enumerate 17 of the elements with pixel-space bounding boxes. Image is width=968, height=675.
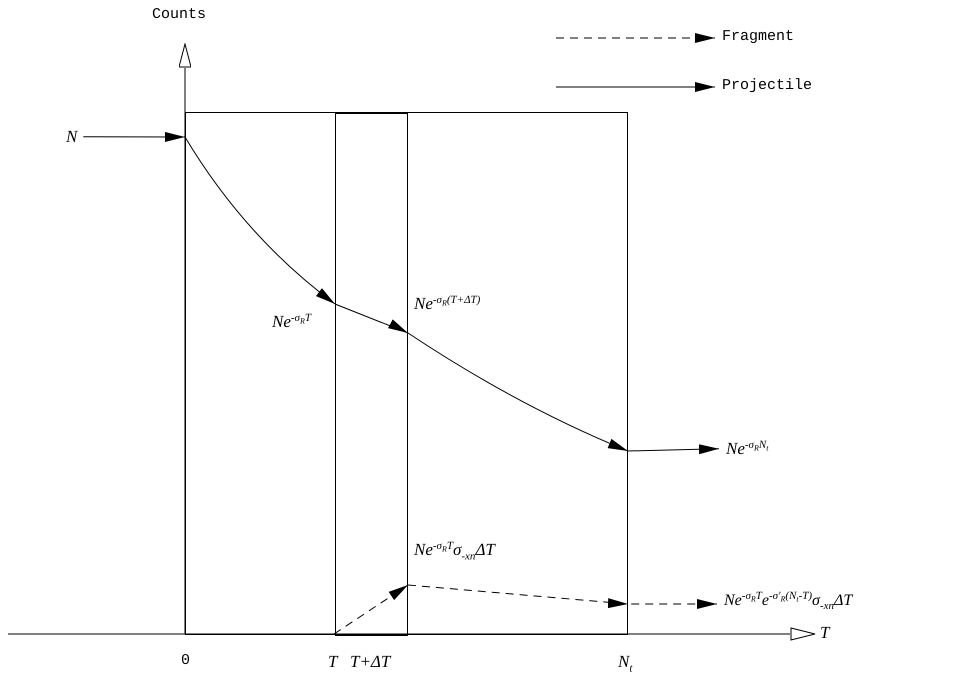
arrow: [82, 132, 186, 142]
tick-label: 0: [181, 652, 190, 670]
arrow: [628, 444, 720, 454]
symbol-label: N: [66, 127, 78, 147]
tick-label: T: [328, 652, 338, 672]
arrow: [334, 584, 408, 634]
target-box: [185, 112, 628, 635]
arrow: [184, 136, 336, 304]
arrow: [408, 584, 718, 609]
axis-label: T: [820, 623, 830, 643]
legend-label: Projectile: [722, 77, 812, 94]
tick-label: N$_{t}$: [618, 652, 632, 672]
arrow: [334, 304, 628, 452]
slice-box: [335, 113, 408, 636]
tick-label: T+ΔT: [350, 652, 390, 672]
legend-label: Fragment: [722, 28, 794, 46]
axis-title: Counts: [152, 6, 206, 24]
